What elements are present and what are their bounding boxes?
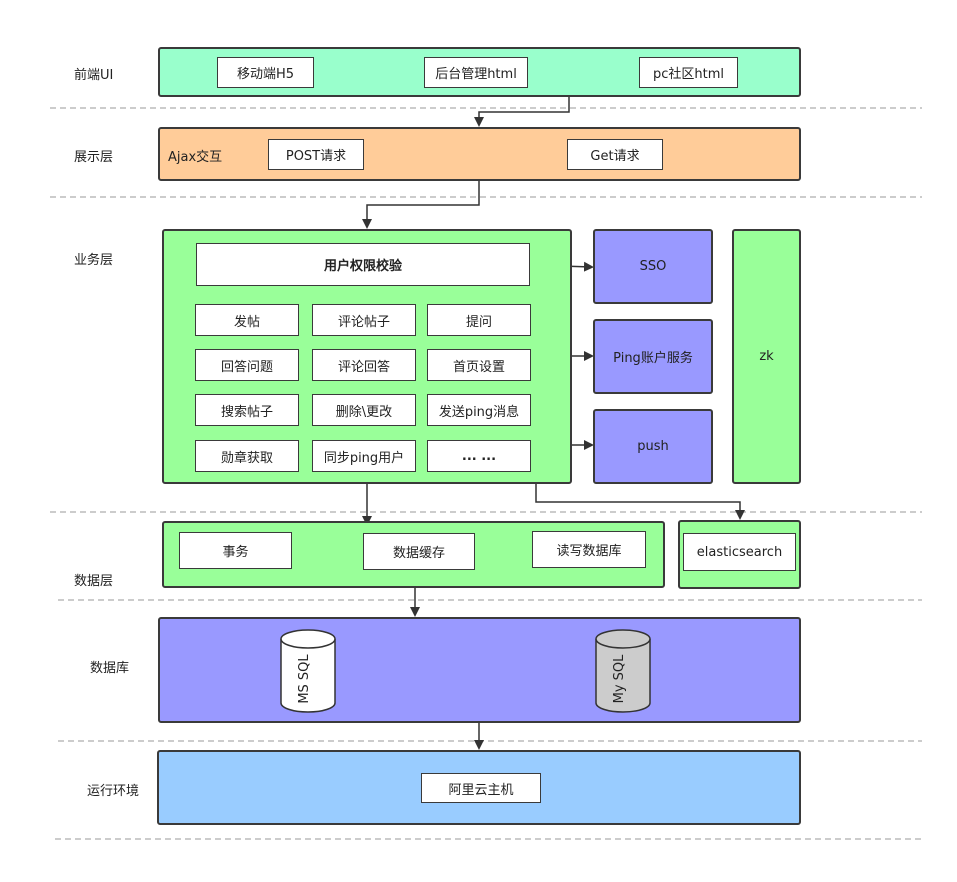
layer-label-business: 业务层 bbox=[74, 253, 114, 268]
mysql-label: My SQL bbox=[612, 654, 627, 704]
elasticsearch-box: elasticsearch bbox=[683, 533, 796, 571]
module-home-settings: 首页设置 bbox=[427, 349, 531, 381]
cache-box: 数据缓存 bbox=[363, 533, 475, 570]
sso-service: SSO bbox=[593, 229, 713, 304]
layer-separators bbox=[50, 107, 922, 840]
layer-label-database: 数据库 bbox=[90, 661, 130, 676]
module-sync-ping-user: 同步ping用户 bbox=[312, 440, 416, 472]
arrow-presentation-to-business bbox=[362, 181, 480, 229]
module-badge: 勋章获取 bbox=[195, 440, 299, 472]
pc-html-box: pc社区html bbox=[639, 57, 738, 88]
module-delete-edit: 删除\更改 bbox=[312, 394, 416, 426]
module-search-post: 搜索帖子 bbox=[195, 394, 299, 426]
module-more: ... ... bbox=[427, 440, 531, 472]
mobile-h5-box: 移动端H5 bbox=[217, 57, 314, 88]
module-answer: 回答问题 bbox=[195, 349, 299, 381]
layer-label-runtime: 运行环境 bbox=[87, 784, 140, 799]
layer-label-presentation: 展示层 bbox=[74, 150, 114, 165]
ping-account-service: Ping账户服务 bbox=[593, 319, 713, 394]
runtime-band bbox=[157, 750, 801, 825]
admin-html-box: 后台管理html bbox=[424, 57, 528, 88]
arrow-business-to-es bbox=[535, 484, 745, 520]
module-comment-answer: 评论回答 bbox=[312, 349, 416, 381]
database-band bbox=[158, 617, 801, 723]
presentation-band bbox=[158, 127, 801, 181]
module-send-ping: 发送ping消息 bbox=[427, 394, 531, 426]
push-service: push bbox=[593, 409, 713, 484]
post-request-box: POST请求 bbox=[268, 139, 364, 170]
layer-label-data: 数据层 bbox=[74, 574, 114, 589]
ajax-label: Ajax交互 bbox=[168, 150, 223, 165]
mssql-cylinder: MS SQL bbox=[280, 629, 336, 713]
mysql-cylinder: My SQL bbox=[595, 629, 651, 713]
zk-service: zk bbox=[732, 229, 801, 484]
get-request-box: Get请求 bbox=[567, 139, 663, 170]
module-ask: 提问 bbox=[427, 304, 531, 336]
rw-db-box: 读写数据库 bbox=[532, 531, 646, 568]
mssql-label: MS SQL bbox=[297, 654, 312, 704]
auth-check-box: 用户权限校验 bbox=[196, 243, 530, 286]
transaction-box: 事务 bbox=[179, 532, 292, 569]
module-post: 发帖 bbox=[195, 304, 299, 336]
arrow-frontend-to-presentation bbox=[474, 97, 570, 127]
module-comment-post: 评论帖子 bbox=[312, 304, 416, 336]
aliyun-host-box: 阿里云主机 bbox=[421, 773, 541, 803]
layer-label-frontend: 前端UI bbox=[74, 68, 114, 83]
